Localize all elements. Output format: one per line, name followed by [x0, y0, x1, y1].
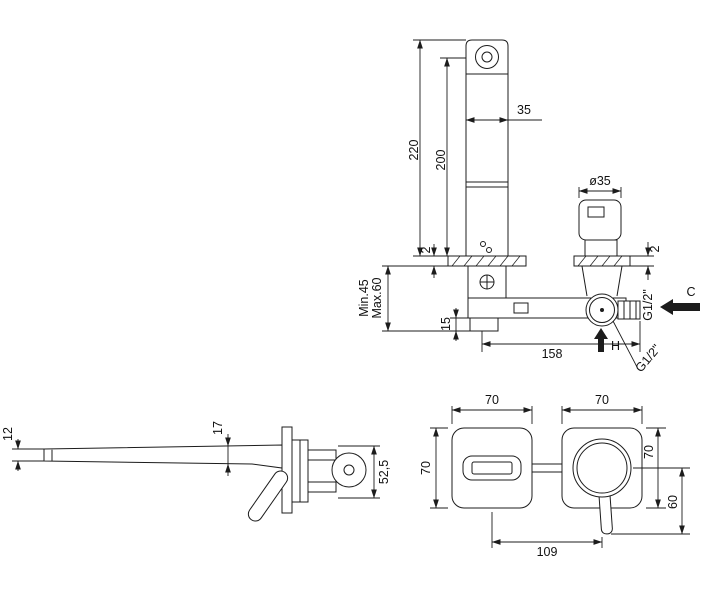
- aerator-inner: [481, 51, 493, 63]
- handle-top-view: [578, 199, 622, 241]
- inwall-block: [307, 449, 337, 493]
- dim-35: 35: [465, 103, 542, 123]
- handle-plate-hatch: [577, 255, 623, 267]
- thread-side-label: G1/2": [641, 289, 655, 321]
- wall-plate-side: [281, 426, 293, 514]
- handle-base-front: [572, 438, 632, 498]
- dim-label-158: 158: [542, 347, 563, 361]
- dim-label-109: 109: [537, 545, 558, 559]
- dim-label-70-right: 70: [642, 445, 656, 459]
- valve-neck: [581, 265, 588, 297]
- dim-label-min45: Min.45: [357, 279, 371, 317]
- dim-109: 109: [491, 512, 603, 559]
- dim-17: 17: [211, 421, 231, 476]
- dim-52-5: 52,5: [338, 445, 391, 499]
- inlet-fitting: [617, 300, 641, 320]
- dim-plate-thickness-left: 2: [419, 244, 448, 278]
- dim-plate-thickness-right: 2: [630, 242, 662, 280]
- dim-label-52-5: 52,5: [377, 460, 391, 484]
- hot-flow-arrow: [594, 328, 608, 352]
- dim-158: 158: [481, 321, 641, 361]
- cartridge-side-center: [343, 464, 355, 476]
- dim-15: 15: [439, 308, 468, 341]
- dim-70-left: 70: [419, 427, 448, 509]
- dim-label-60: 60: [666, 495, 680, 509]
- set-screw: [480, 241, 486, 247]
- spout-wall-plate: [447, 255, 527, 267]
- set-screw: [486, 247, 492, 253]
- hot-label: H: [611, 339, 620, 353]
- handle-stem: [584, 239, 618, 257]
- mounting-bracket: [469, 318, 499, 332]
- dim-label-200: 200: [434, 150, 448, 171]
- dim-220: 220: [407, 39, 466, 257]
- cold-inlet-callout: G1/2" C: [641, 285, 700, 321]
- thread-bottom-label: G1/2": [633, 342, 664, 375]
- dim-label-2-right: 2: [648, 245, 662, 252]
- dim-label-15: 15: [439, 317, 453, 331]
- dim-label-70-tr: 70: [595, 393, 609, 407]
- spout-outlet-inner: [471, 461, 513, 475]
- dim-70-top-right: 70: [561, 393, 643, 424]
- dim-label-17: 17: [211, 421, 225, 435]
- leader-line: [612, 320, 638, 368]
- lever-side: [247, 470, 289, 522]
- cartridge-center: [600, 308, 604, 312]
- valve-neck: [616, 265, 623, 297]
- dim-label-35: 35: [517, 103, 531, 117]
- dim-12: 12: [1, 427, 44, 471]
- cold-flow-arrow: [660, 299, 700, 315]
- dim-min-max-depth: Min.45 Max.60: [357, 265, 470, 332]
- dim-handle-diameter: ø35: [578, 174, 622, 198]
- dim-label-dia35: ø35: [589, 174, 611, 188]
- dim-70-top-left: 70: [451, 393, 533, 424]
- spout-plate-hatch: [451, 255, 521, 267]
- dim-label-max60: Max.60: [370, 277, 384, 318]
- spout-body: [465, 39, 509, 257]
- cold-label: C: [686, 285, 695, 299]
- dim-label-12: 12: [1, 427, 15, 441]
- dim-label-70-tl: 70: [485, 393, 499, 407]
- spout-side: [43, 444, 283, 469]
- cartridge-body-inner: [589, 297, 615, 323]
- dim-label-2-left: 2: [419, 246, 433, 253]
- dim-label-70-left: 70: [419, 461, 433, 475]
- rail-detail: [513, 302, 529, 314]
- handle-lever-tip: [587, 206, 605, 218]
- hot-inlet-callout: H G1/2": [594, 320, 664, 375]
- view-side: 12 17 52,5: [1, 421, 391, 522]
- view-top: 220 200 35 2 Min.45 Max.60: [357, 39, 700, 375]
- view-front: 70 70 70 70 60: [419, 393, 690, 559]
- dim-200: 200: [434, 57, 466, 257]
- dim-label-220: 220: [407, 140, 421, 161]
- dim-60: 60: [611, 467, 690, 535]
- handle-base-front-inner: [576, 442, 628, 494]
